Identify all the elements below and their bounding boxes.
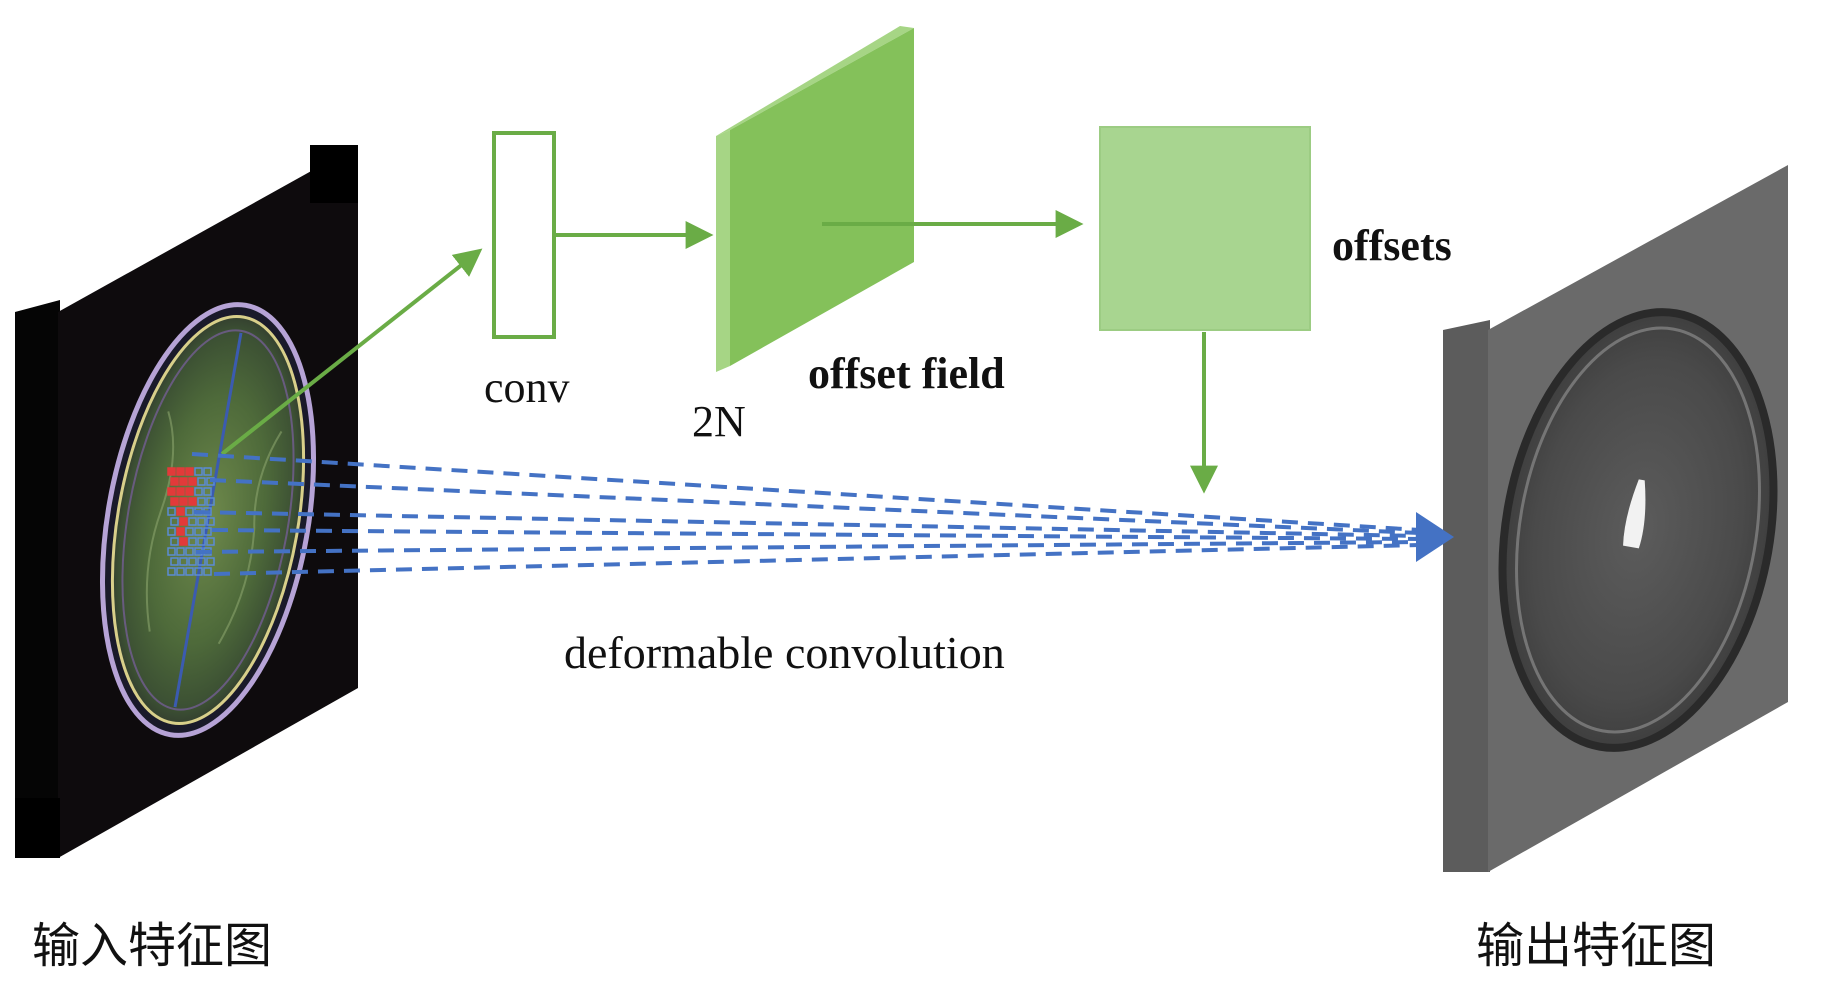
sampling-point bbox=[188, 537, 197, 546]
conv-box bbox=[492, 131, 556, 339]
sampling-point bbox=[203, 467, 212, 476]
sampling-point bbox=[188, 497, 197, 506]
sampling-point bbox=[176, 547, 185, 556]
dashed-line bbox=[211, 528, 1421, 541]
sampling-point bbox=[167, 527, 176, 536]
sampling-point bbox=[167, 547, 176, 556]
sampling-point bbox=[170, 517, 179, 526]
sampling-point bbox=[167, 487, 176, 496]
sampling-point bbox=[197, 477, 206, 486]
sampling-point bbox=[170, 497, 179, 506]
dashed-line bbox=[195, 540, 1421, 554]
deformable-convolution-label: deformable convolution bbox=[564, 627, 1005, 678]
dashed-line bbox=[191, 452, 1421, 532]
sampling-grid bbox=[167, 467, 215, 576]
sampling-point bbox=[185, 467, 194, 476]
sampling-point bbox=[170, 557, 179, 566]
sampling-point bbox=[185, 487, 194, 496]
sampling-point bbox=[179, 517, 188, 526]
sampling-point bbox=[197, 517, 206, 526]
dashed-line bbox=[193, 510, 1421, 538]
offset-field-label: offset field bbox=[808, 349, 1005, 398]
conv-label: conv bbox=[484, 363, 570, 412]
sampling-point bbox=[197, 537, 206, 546]
sampling-point bbox=[176, 507, 185, 516]
sampling-point bbox=[185, 567, 194, 576]
input-panel-corner-top bbox=[310, 145, 358, 203]
sampling-point bbox=[176, 527, 185, 536]
sampling-point bbox=[167, 567, 176, 576]
deformable-convolution-lines bbox=[191, 452, 1421, 576]
sampling-point bbox=[188, 557, 197, 566]
output-panel-side bbox=[1443, 320, 1490, 872]
input-feature-map-label: 输入特征图 bbox=[32, 918, 273, 974]
arrow-brain-to-conv bbox=[220, 248, 483, 456]
sampling-point bbox=[203, 487, 212, 496]
sampling-point bbox=[179, 497, 188, 506]
sampling-point bbox=[188, 517, 197, 526]
sampling-point bbox=[203, 527, 212, 536]
sampling-point bbox=[179, 537, 188, 546]
deformable-convolution-arrowhead bbox=[1416, 512, 1454, 562]
sampling-point bbox=[206, 517, 215, 526]
sampling-point bbox=[185, 507, 194, 516]
sampling-point bbox=[170, 477, 179, 486]
dashed-line bbox=[209, 478, 1421, 535]
sampling-point bbox=[167, 507, 176, 516]
output-feature-map bbox=[1443, 165, 1788, 872]
sampling-point bbox=[179, 477, 188, 486]
sampling-point bbox=[197, 497, 206, 506]
sampling-point bbox=[194, 487, 203, 496]
sampling-point bbox=[203, 567, 212, 576]
sampling-point bbox=[194, 527, 203, 536]
sampling-point bbox=[167, 467, 176, 476]
sampling-point bbox=[176, 467, 185, 476]
input-brain-scan bbox=[99, 302, 317, 738]
sampling-point bbox=[176, 567, 185, 576]
input-panel-side bbox=[15, 300, 60, 858]
output-feature-map-label: 输出特征图 bbox=[1476, 918, 1717, 974]
sampling-point bbox=[179, 557, 188, 566]
sampling-point bbox=[170, 537, 179, 546]
sampling-point bbox=[185, 527, 194, 536]
sampling-point bbox=[206, 557, 215, 566]
sampling-point bbox=[206, 497, 215, 506]
sampling-point bbox=[194, 567, 203, 576]
output-brain-scan bbox=[1498, 308, 1778, 752]
sampling-point bbox=[194, 467, 203, 476]
sampling-point bbox=[185, 547, 194, 556]
sampling-point bbox=[206, 537, 215, 546]
offsets-box bbox=[1099, 126, 1311, 331]
sampling-point bbox=[176, 487, 185, 496]
dashed-line bbox=[213, 543, 1421, 576]
input-feature-map bbox=[15, 145, 358, 858]
sampling-point bbox=[197, 557, 206, 566]
channels-label: 2N bbox=[692, 397, 746, 446]
input-panel-corner-bottom bbox=[15, 798, 60, 858]
sampling-point bbox=[188, 477, 197, 486]
offsets-label: offsets bbox=[1332, 221, 1452, 270]
offset-field-slab bbox=[716, 26, 914, 372]
